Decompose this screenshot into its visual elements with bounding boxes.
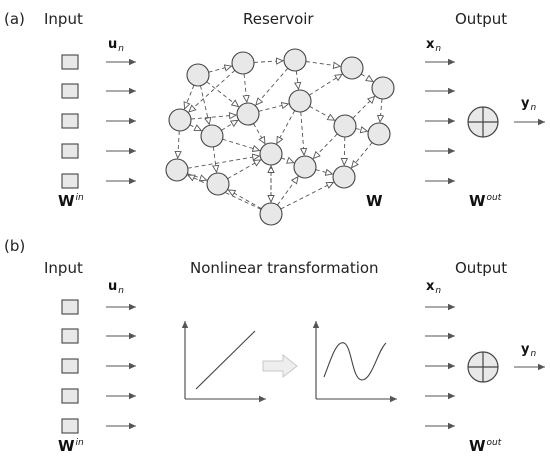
reservoir-connections [178, 61, 382, 210]
reservoir-node [259, 142, 283, 166]
reservoir-node [259, 202, 283, 226]
linear-plot [181, 321, 266, 403]
input-unit [61, 328, 79, 344]
panel-a-input-title: Input [44, 10, 83, 28]
panel-b: (b) Input Nonlinear transformation Outpu… [4, 237, 545, 455]
panel-a-tag: (a) [4, 10, 25, 28]
reservoir-connection [309, 105, 335, 120]
reservoir-connection [355, 129, 368, 132]
input-unit [61, 299, 79, 315]
panel-a-input-arrows [106, 58, 136, 185]
reservoir-node [340, 56, 364, 80]
reservoir-connection [189, 70, 236, 112]
reservoir-node [367, 122, 391, 146]
panel-a-x-label: xn [426, 37, 441, 54]
reservoir-connection [256, 68, 289, 105]
reservoir-connection [190, 115, 236, 120]
reservoir-connection [313, 133, 338, 159]
reservoir-connection [296, 70, 298, 89]
reservoir-nodes [165, 48, 395, 226]
reservoir-connection [222, 138, 260, 150]
input-unit [61, 54, 79, 70]
reservoir-node [293, 155, 317, 179]
input-unit [61, 143, 79, 159]
input-unit [61, 418, 79, 434]
panel-b-x-label: xn [426, 279, 441, 296]
reservoir-connection [352, 142, 373, 168]
reservoir-connection [227, 160, 261, 179]
panel-a-state-arrows [425, 58, 455, 185]
reservoir-connection [221, 120, 237, 131]
panel-b-w-out-label: Wout [469, 437, 502, 455]
input-unit [61, 83, 79, 99]
panel-b-output-title: Output [455, 259, 507, 277]
reservoir-connection [344, 136, 345, 165]
reservoir-connection [305, 61, 340, 67]
reservoir-node [165, 158, 189, 182]
reservoir-node [283, 48, 307, 72]
reservoir-node [200, 124, 224, 148]
reservoir-connection [253, 123, 266, 144]
reservoir-node [236, 102, 260, 126]
reservoir-connection [360, 73, 373, 82]
input-unit [61, 173, 79, 189]
reservoir-connection [213, 146, 216, 172]
reservoir-connection [352, 97, 375, 119]
reservoir-connection [206, 81, 239, 107]
reservoir-connection [277, 110, 296, 144]
reservoir-connection [309, 74, 342, 96]
nonlinear-curve [323, 342, 387, 381]
reservoir-node [206, 172, 230, 196]
panel-a-input-units [61, 54, 79, 189]
reservoir-connection [185, 85, 195, 109]
reservoir-node [288, 89, 312, 113]
reservoir-connection [189, 125, 202, 131]
reservoir-connection [301, 111, 304, 155]
input-unit [61, 358, 79, 374]
panel-a-y-label: yn [521, 96, 536, 113]
panel-b-input-arrows [106, 303, 136, 430]
reservoir-node [332, 165, 356, 189]
panel-a-u-label: un [108, 37, 124, 54]
reservoir-connection [258, 104, 289, 112]
input-unit [61, 388, 79, 404]
panel-b-input-units [61, 299, 79, 434]
reservoir-connection [380, 98, 382, 122]
linear-curve [195, 330, 256, 390]
reservoir-connection [208, 66, 232, 73]
reservoir-connection [281, 158, 294, 163]
reservoir-connection [228, 190, 262, 209]
panel-b-tag: (b) [4, 237, 25, 255]
reservoir-connection [280, 182, 334, 210]
panel-a-w-label: W [366, 192, 383, 210]
reservoir-connection [315, 170, 333, 174]
panel-b-w-in-label: Win [58, 437, 84, 455]
panel-a-output-title: Output [455, 10, 507, 28]
reservoir-node [168, 108, 192, 132]
panel-a-reservoir-title: Reservoir [243, 10, 314, 28]
reservoir-connection [187, 156, 259, 169]
panel-b-input-title: Input [44, 259, 83, 277]
reservoir-node [186, 63, 210, 87]
reservoir-connection [178, 130, 180, 158]
panel-b-transform-title: Nonlinear transformation [190, 259, 379, 277]
panel-b-state-arrows [425, 303, 455, 430]
reservoir-connection [244, 73, 247, 102]
transform-arrow-icon [262, 353, 298, 379]
nonlinear-plot [312, 321, 397, 403]
panel-a-w-in-label: Win [58, 192, 84, 210]
input-unit [61, 113, 79, 129]
reservoir-connection [253, 61, 283, 63]
reservoir-node [231, 51, 255, 75]
panel-a: (a) Input Reservoir Output un xn yn Win … [4, 10, 545, 226]
panel-b-y-label: yn [521, 342, 536, 359]
panel-b-u-label: un [108, 279, 124, 296]
reservoir-node [371, 76, 395, 100]
panel-a-w-out-label: Wout [469, 192, 502, 210]
reservoir-node [333, 114, 357, 138]
reservoir-connection [277, 177, 298, 206]
